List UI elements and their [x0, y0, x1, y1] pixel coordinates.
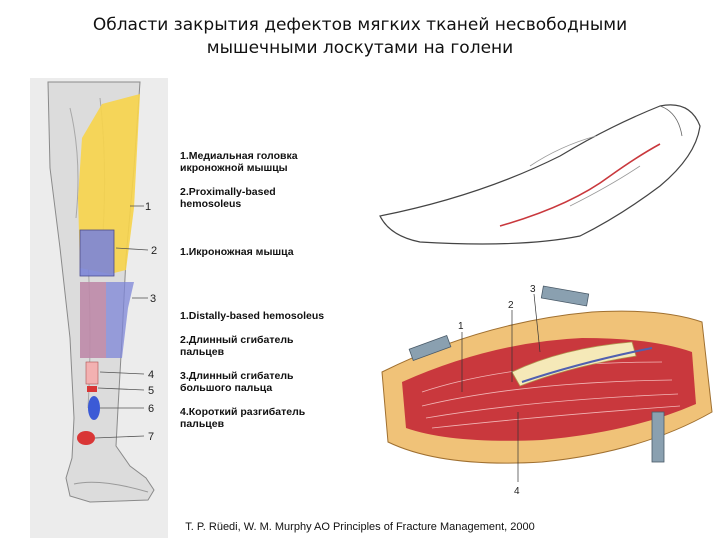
flap-label-5: 2.Длинный сгибатель пальцев: [180, 334, 294, 358]
slide-title: Области закрытия дефектов мягких тканей …: [60, 14, 660, 60]
flap-label-1: 1.Медиальная головка икроножной мышцы: [180, 150, 298, 174]
retractor-right: [651, 411, 665, 463]
surgical-marker-1: 1: [458, 321, 464, 332]
incision-sketch-illustration: [360, 86, 706, 256]
surgical-marker-4: 4: [514, 486, 520, 497]
retractor-top: [540, 285, 590, 307]
surgical-exposure-illustration: 1 2 3 4: [362, 282, 720, 520]
flap-label-6: 3.Длинный сгибатель большого пальца: [180, 370, 294, 394]
leg-marker-2: 2: [151, 245, 157, 257]
surgical-marker-2: 2: [508, 300, 514, 311]
flap-label-7: 4.Короткий разгибатель пальцев: [180, 406, 306, 430]
leg-zones-illustration: 1 2 3 4 5 6 7: [30, 78, 168, 538]
citation: T. P. Rüedi, W. M. Murphy AO Principles …: [185, 521, 535, 533]
surgical-marker-3: 3: [530, 284, 536, 295]
leg-outline-sketch: [379, 104, 701, 245]
zone-4-pink: [85, 361, 99, 385]
leg-marker-3: 3: [150, 293, 156, 305]
leg-marker-5: 5: [148, 385, 154, 397]
zone-1-yellow: [78, 94, 140, 274]
neurovascular-bundle: [521, 347, 653, 383]
zone-5-red: [87, 386, 97, 392]
flap-label-4: 1.Distally-based hemosoleus: [180, 310, 325, 322]
leg-marker-7: 7: [148, 431, 154, 443]
zone-3-pink-overlay: [80, 282, 106, 358]
flap-label-3: 1.Икроножная мышца: [180, 246, 294, 258]
slide-title-line-1: Области закрытия дефектов мягких тканей …: [92, 15, 628, 35]
leg-marker-1: 1: [145, 201, 151, 213]
zone-6-blue: [88, 396, 100, 420]
retractor-left: [408, 335, 452, 361]
muscle-mass: [402, 338, 696, 441]
leg-marker-4: 4: [148, 369, 154, 381]
flap-label-2: 2.Proximally-based hemosoleus: [180, 186, 276, 210]
incision-line: [499, 143, 661, 227]
zone-2-blue: [79, 229, 115, 277]
zone-7-red: [77, 431, 95, 445]
leg-marker-6: 6: [148, 403, 154, 415]
slide-title-line-2: мышечными лоскутами на голени: [206, 38, 514, 58]
